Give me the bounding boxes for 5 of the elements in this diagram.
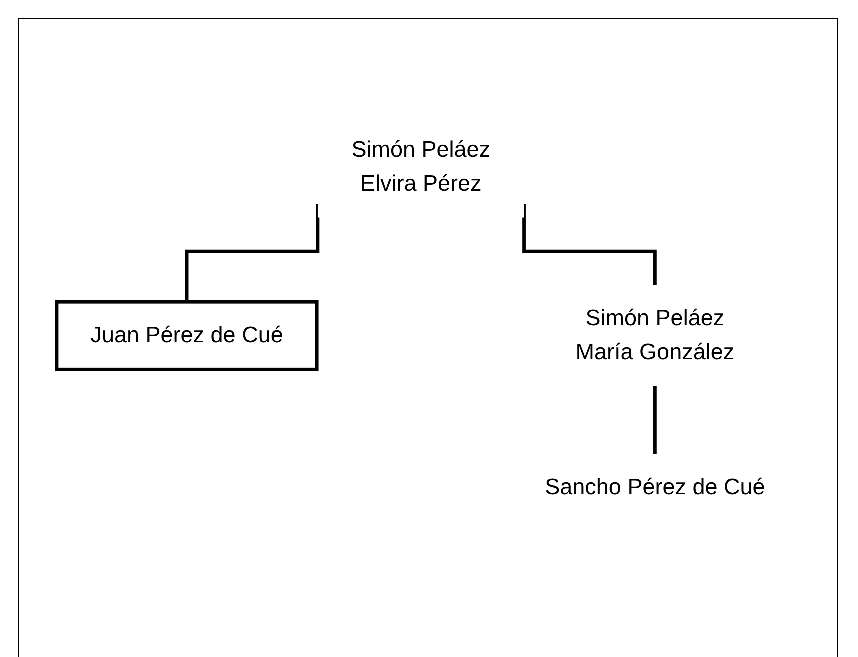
node-text: Simón Peláez María González [576, 306, 735, 366]
node-text: Sancho Pérez de Cué [545, 475, 766, 500]
connector [654, 386, 657, 456]
node-box: Juan Pérez de Cué [55, 300, 319, 372]
connector [522, 204, 657, 287]
